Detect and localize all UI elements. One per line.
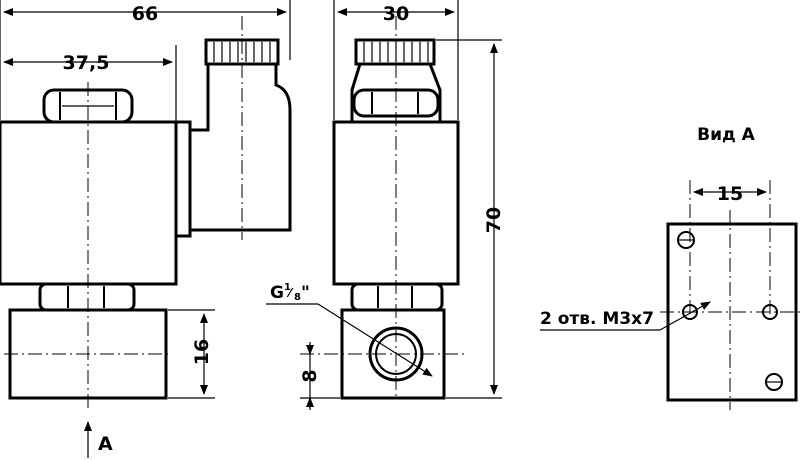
view-a-dimensions (540, 188, 767, 331)
mount-hole (765, 373, 783, 391)
thread-quote: " (301, 283, 310, 303)
thread-letter: G (270, 283, 284, 303)
side-dimensions (266, 0, 502, 410)
view-a-title: Вид А (697, 125, 756, 145)
side-knob (354, 38, 436, 66)
front-view (0, 16, 292, 410)
thread-label: G 1 ⁄ 8 " (270, 282, 310, 303)
side-view (300, 16, 464, 400)
dim-coil-width: 37,5 (63, 52, 110, 74)
dim-port-height: 8 (299, 369, 321, 382)
svg-text:G: G (270, 283, 284, 303)
dim-body-height: 16 (191, 339, 213, 365)
connector-plug (186, 60, 292, 232)
thread-den: 8 (294, 292, 301, 303)
knob-knurl (213, 42, 271, 62)
mount-hole (677, 231, 695, 249)
body-hex-nut (38, 282, 136, 312)
thread-num: 1 (284, 282, 291, 293)
view-a (660, 180, 800, 410)
side-hex-nut (350, 282, 444, 312)
view-arrow-label: A (98, 433, 113, 455)
dim-total-width: 66 (132, 3, 158, 25)
dim-hole-spacing: 15 (717, 183, 743, 205)
dim-total-height: 70 (483, 207, 505, 233)
svg-text:⁄: ⁄ (286, 286, 294, 300)
holes-note: 2 отв. М3х7 (540, 309, 654, 329)
front-dimensions (0, 0, 291, 458)
dim-side-width: 30 (383, 3, 409, 25)
